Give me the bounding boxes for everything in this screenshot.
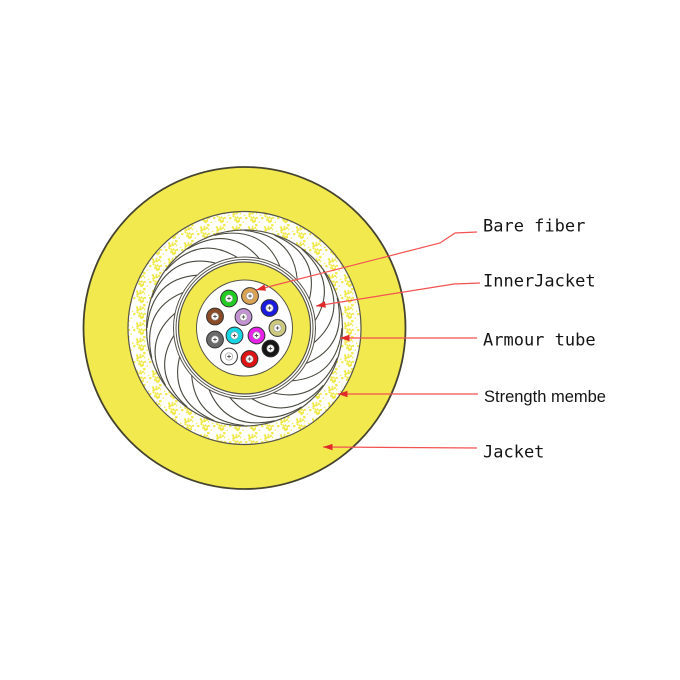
fiber-center-mark <box>213 337 217 342</box>
fiber-center-mark <box>267 306 272 310</box>
fiber-center-mark <box>247 357 252 361</box>
arrow-head-armour-tube <box>340 334 350 342</box>
fiber-center-mark <box>241 315 246 319</box>
armour-blade <box>149 291 184 359</box>
armour-blade <box>191 375 245 427</box>
arrow-head-bare-fiber <box>256 284 266 291</box>
armour-blade <box>214 232 281 267</box>
armour-inner-boundary <box>173 256 316 400</box>
armour-blade <box>165 247 238 272</box>
armour-blade <box>274 234 312 300</box>
fiber-center-mark <box>275 326 280 330</box>
armour-blade <box>301 248 325 321</box>
arrow-head-jacket <box>323 443 333 451</box>
armour-blade <box>273 357 338 396</box>
armour-inner-boundary <box>175 259 314 397</box>
armour-blade <box>146 274 198 329</box>
leader-line-jacket <box>322 446 478 449</box>
label-strength-member: Strength membe <box>484 387 606 406</box>
label-bare-fiber: Bare fiber <box>483 216 586 237</box>
armour-blade <box>251 384 324 409</box>
fiber-center-mark <box>227 296 231 301</box>
leader-line-bare-fiber <box>255 231 478 291</box>
label-jacket: Jacket <box>483 442 545 463</box>
armour-blade <box>244 229 298 281</box>
armour-blade <box>208 389 275 424</box>
armour-blade <box>305 297 340 365</box>
fiber-center-mark <box>268 346 273 351</box>
leader-line-inner-jacket <box>315 282 481 307</box>
fiber-center-mark <box>213 314 217 319</box>
armour-blade <box>229 397 303 418</box>
fiber-center-mark <box>227 354 231 359</box>
arrow-head-strength-member <box>338 390 348 398</box>
armour-blade <box>164 335 188 408</box>
label-armour-tube: Armour tube <box>483 330 596 351</box>
armour-blade <box>151 260 216 299</box>
armour-blade <box>177 356 215 422</box>
label-inner-jacket: InnerJacket <box>483 271 596 292</box>
armour-blade <box>313 270 335 344</box>
armour-blade <box>186 238 260 259</box>
armour-blade <box>154 312 176 386</box>
fiber-center-mark <box>254 333 259 338</box>
fiber-center-mark <box>248 294 252 298</box>
arrow-head-inner-jacket <box>316 301 326 308</box>
fiber-center-mark <box>232 333 237 338</box>
